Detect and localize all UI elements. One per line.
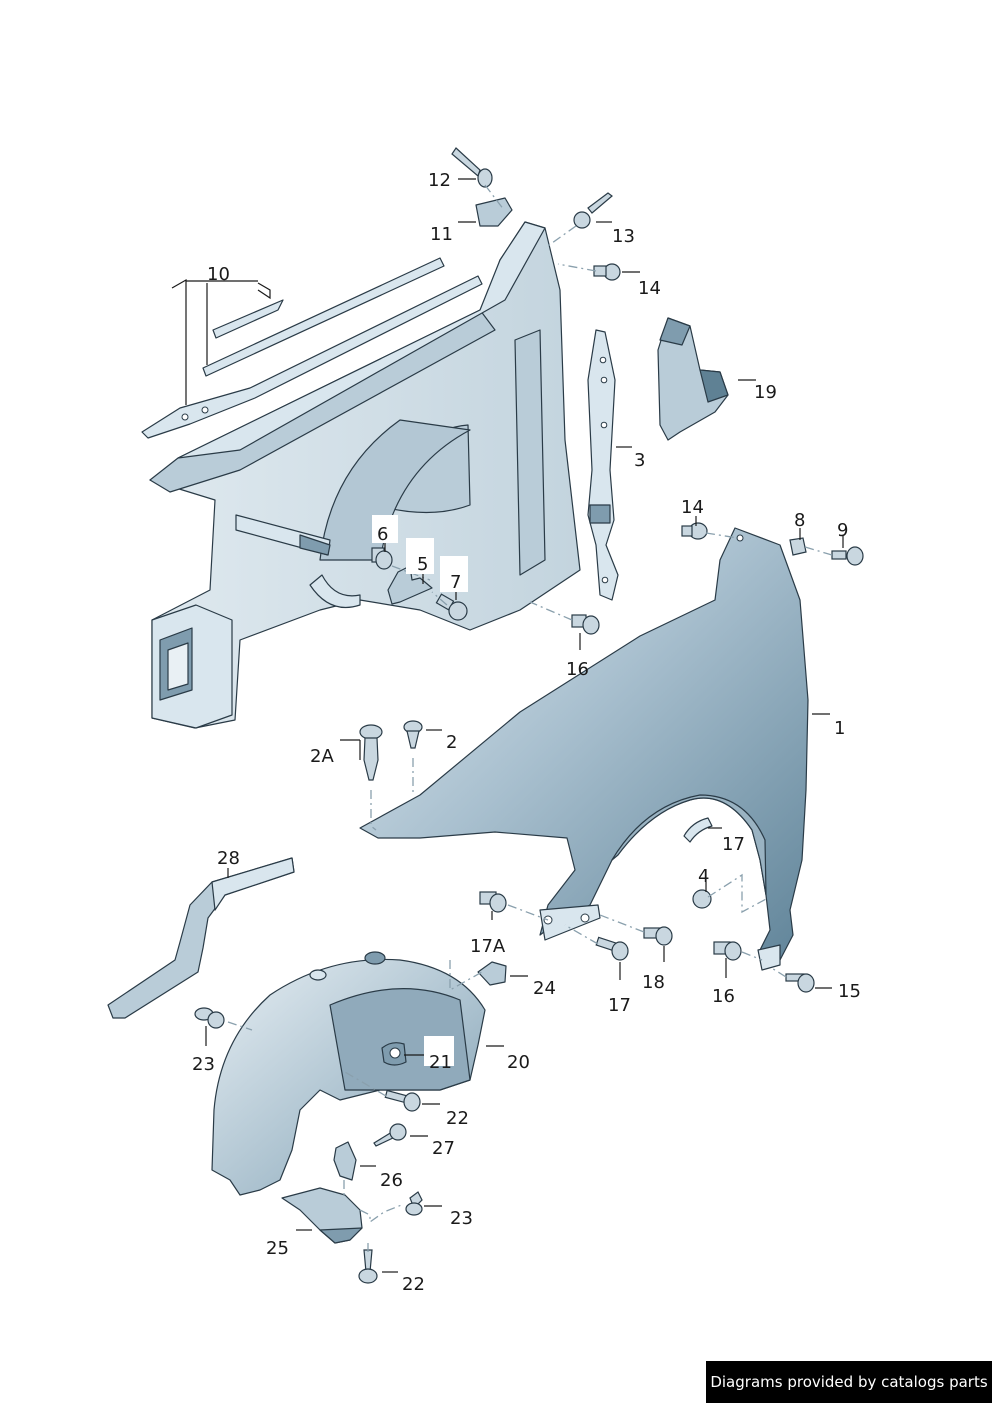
label-13: 13 (612, 226, 635, 247)
label-21: 21 (429, 1052, 452, 1073)
label-2a: 2A (310, 746, 334, 767)
label-12: 12 (428, 170, 451, 191)
label-16-right: 16 (712, 986, 735, 1007)
label-11: 11 (430, 224, 453, 245)
label-27: 27 (432, 1138, 455, 1159)
support-bracket (587, 329, 619, 601)
label-2: 2 (446, 732, 457, 753)
label-22-mid: 22 (446, 1108, 469, 1129)
label-26: 26 (380, 1170, 403, 1191)
label-14-right: 14 (681, 497, 704, 518)
air-deflector (657, 317, 729, 441)
inner-wheelhouse-structure (149, 221, 581, 729)
label-25: 25 (266, 1238, 289, 1259)
label-4: 4 (698, 866, 709, 887)
label-24: 24 (533, 978, 556, 999)
label-18: 18 (642, 972, 665, 993)
lower-cover-panel (281, 1187, 363, 1244)
edge-protector-strip (683, 817, 713, 843)
label-16-top: 16 (566, 659, 589, 680)
label-19: 19 (754, 382, 777, 403)
label-15: 15 (838, 981, 861, 1002)
label-3: 3 (634, 450, 645, 471)
label-23-lower: 23 (450, 1208, 473, 1229)
label-17-strip: 17 (722, 834, 745, 855)
leader-lines (171, 178, 844, 1273)
label-28: 28 (217, 848, 240, 869)
label-5: 5 (417, 554, 428, 575)
label-1: 1 (834, 718, 845, 739)
label-10: 10 (207, 264, 230, 285)
label-23-left: 23 (192, 1054, 215, 1075)
front-fender (359, 527, 809, 971)
label-9: 9 (837, 520, 848, 541)
label-17a: 17A (470, 936, 506, 957)
label-17-screw: 17 (608, 995, 631, 1016)
fasteners (194, 147, 864, 1284)
seal-strip-set (141, 257, 483, 439)
label-20: 20 (507, 1052, 530, 1073)
credit-banner: Diagrams provided by catalogs parts (706, 1361, 992, 1403)
label-14-top: 14 (638, 278, 661, 299)
sill-trim-strip (107, 857, 295, 1019)
label-8: 8 (794, 510, 805, 531)
label-6: 6 (377, 524, 388, 545)
callout-labels: 1 2 2A 3 4 5 6 7 8 9 10 11 12 13 14 14 1… (192, 170, 861, 1295)
label-22-bottom: 22 (402, 1274, 425, 1295)
assembly-lines (227, 184, 833, 1252)
label-7: 7 (450, 572, 461, 593)
